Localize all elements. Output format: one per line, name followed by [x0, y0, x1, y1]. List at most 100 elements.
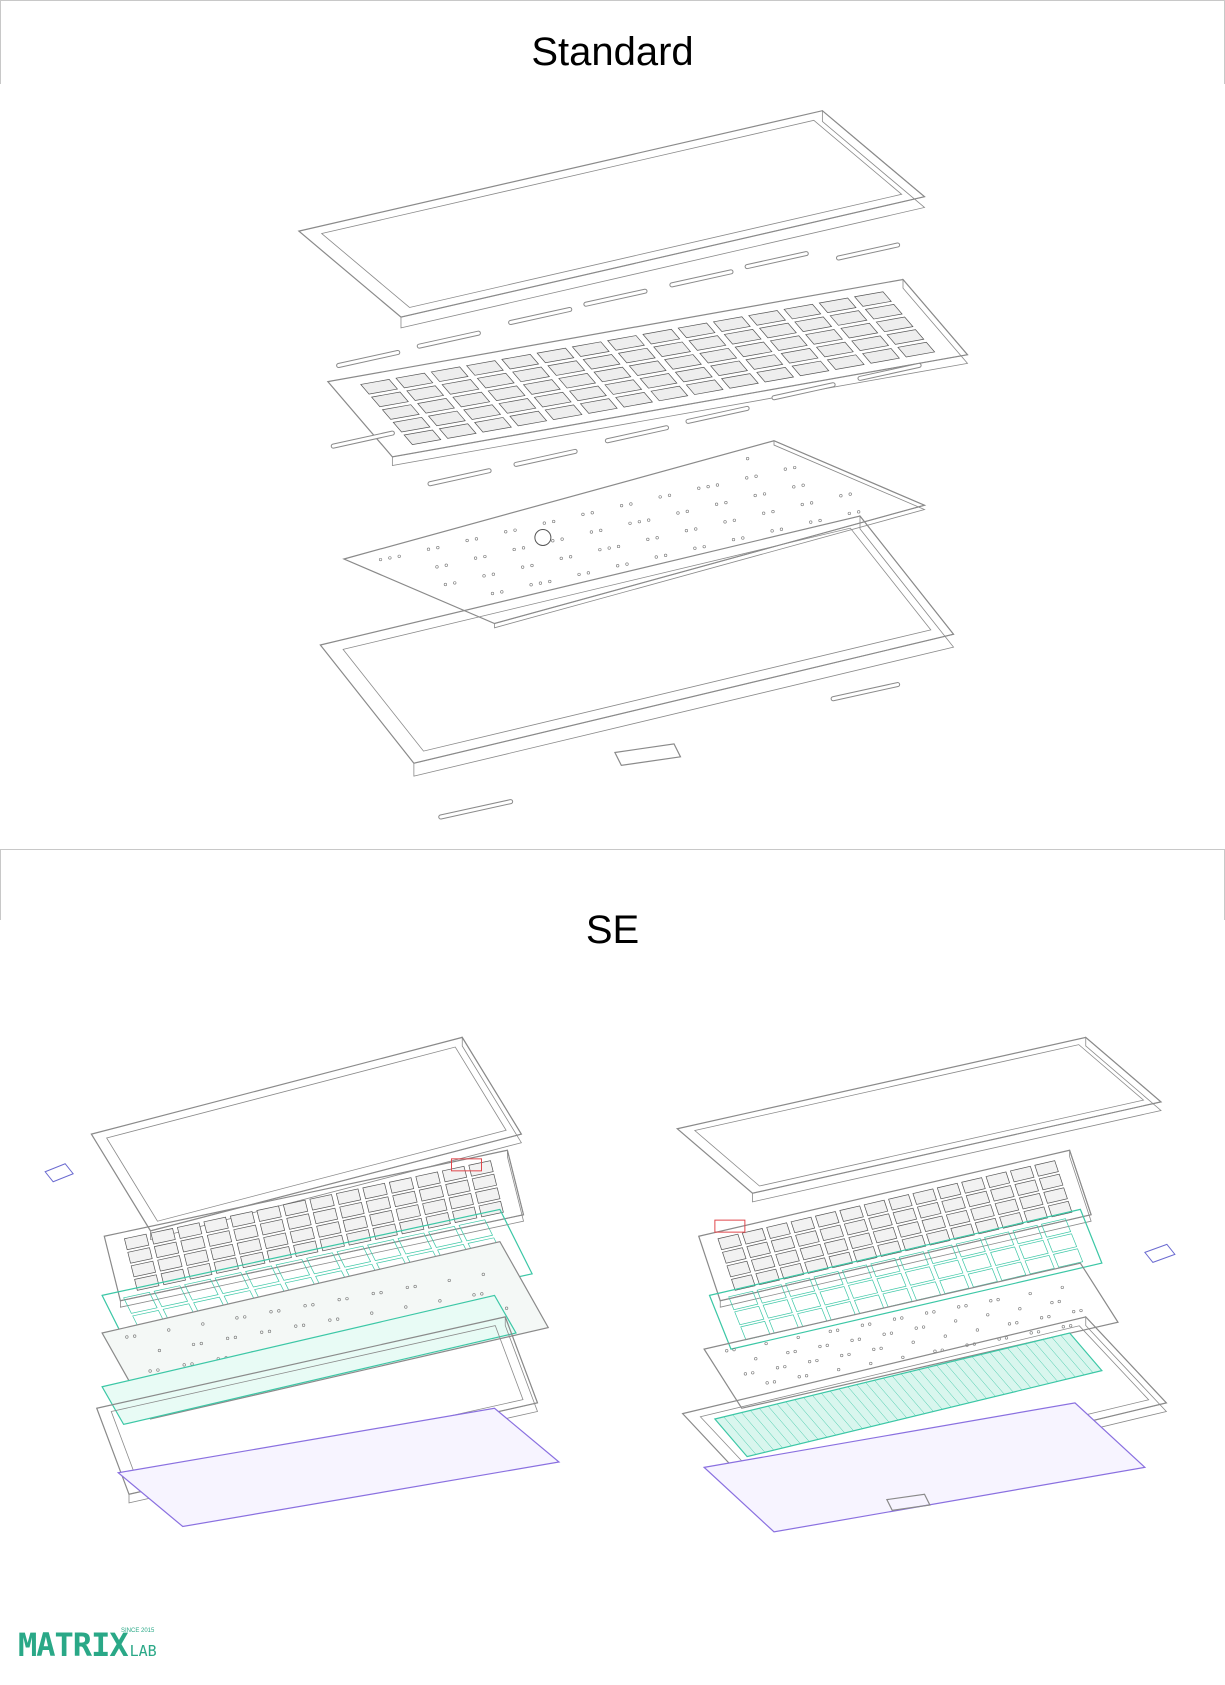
- pcb-hole: [684, 529, 689, 533]
- key-cutout: [309, 1194, 335, 1211]
- pcb-hole: [1007, 1322, 1012, 1326]
- se-right-pcb-accent: [714, 1219, 746, 1233]
- pcb-hole: [529, 583, 533, 587]
- key-cutout: [780, 348, 819, 364]
- pcb-hole: [857, 510, 861, 514]
- key-cutout: [745, 354, 784, 370]
- pcb-hole: [628, 521, 632, 525]
- pcb-hole: [869, 1361, 873, 1366]
- key-cutout: [206, 1230, 233, 1247]
- pcb-hole: [482, 574, 486, 578]
- key-cutout: [395, 372, 434, 389]
- key-cutout: [604, 379, 643, 395]
- key-cutout: [263, 1232, 289, 1249]
- pcb-hole: [504, 530, 508, 534]
- pcb-hole: [472, 1293, 476, 1297]
- pcb-hole: [771, 509, 775, 514]
- pcb-hole: [267, 1329, 272, 1333]
- key-cutout: [213, 1257, 239, 1274]
- key-cutout: [829, 310, 868, 326]
- key-cutout: [339, 1202, 365, 1219]
- key-cutout: [734, 341, 773, 358]
- gasket-strip-inner: [686, 406, 749, 423]
- pcb-hole: [964, 1304, 968, 1308]
- key-cutout: [369, 1209, 395, 1227]
- key-cutout: [965, 1190, 991, 1208]
- pcb-hole: [882, 1332, 886, 1336]
- pcb-hole: [804, 1374, 809, 1378]
- key-cutout: [799, 1243, 825, 1261]
- key-cutout: [688, 335, 727, 351]
- key-cutout: [319, 1234, 345, 1252]
- gasket-strip-inner: [605, 426, 668, 443]
- pcb-hole: [616, 544, 621, 549]
- pcb-hole: [818, 1344, 822, 1349]
- pcb-hole: [793, 1349, 797, 1354]
- pcb-hole: [1028, 1291, 1032, 1296]
- key-cutout: [1018, 1192, 1044, 1210]
- pcb-hole: [233, 1335, 238, 1340]
- key-cutout: [579, 398, 618, 414]
- pcb-hole: [732, 518, 736, 522]
- foam-grid-line: [874, 1380, 907, 1419]
- pcb-hole: [1072, 1310, 1076, 1314]
- pcb-hole: [836, 1328, 840, 1332]
- foam-grid-line: [900, 1373, 934, 1412]
- gasket-strip-inner: [337, 350, 400, 367]
- pcb-hole: [590, 511, 594, 515]
- pcb-hole: [654, 555, 658, 559]
- foam-grid-line: [945, 1362, 978, 1401]
- pcb-hole: [586, 571, 590, 575]
- pcb-side: [494, 440, 926, 629]
- foam-grid-line: [847, 1386, 881, 1425]
- pcb-hole: [872, 1347, 876, 1351]
- foam-grid-line: [865, 1382, 899, 1421]
- pcb-hole: [444, 563, 448, 567]
- top-case: [297, 110, 926, 318]
- key-cutout: [863, 1199, 889, 1217]
- pcb-hole: [850, 1338, 854, 1342]
- key-cutout: [818, 297, 857, 314]
- key-cutout: [720, 373, 759, 389]
- pcb-hole: [552, 519, 556, 524]
- top-case-side: [400, 109, 926, 329]
- pcb-hole: [796, 1335, 800, 1340]
- pcb-hole: [1018, 1307, 1022, 1311]
- key-cutout: [422, 1198, 448, 1216]
- key-cutout: [346, 1229, 372, 1246]
- foam-grid-line: [767, 1405, 801, 1444]
- logo-main-text: MATRIX: [18, 1626, 129, 1664]
- key-cutout: [734, 1305, 765, 1326]
- key-cutout: [593, 366, 632, 383]
- pcb-hole: [731, 537, 736, 542]
- pcb-hole: [792, 485, 796, 489]
- pcb-hole: [182, 1363, 186, 1367]
- pcb-hole: [932, 1310, 936, 1314]
- key-cutout: [897, 341, 936, 358]
- key-cutout: [862, 348, 900, 364]
- key-cutout: [582, 354, 621, 370]
- key-cutout: [245, 1265, 280, 1288]
- pcb-hole: [839, 494, 843, 498]
- key-cutout: [814, 1211, 840, 1228]
- foam-grid-line: [856, 1384, 890, 1423]
- key-cutout: [826, 354, 865, 370]
- key-cutout: [904, 1266, 935, 1286]
- key-cutout: [824, 1238, 849, 1255]
- pcb-hole: [921, 1325, 926, 1329]
- key-cutout: [927, 1244, 958, 1264]
- foam-grid-line: [812, 1395, 845, 1434]
- pcb-hole: [243, 1315, 247, 1319]
- pcb-hole: [1039, 1316, 1044, 1320]
- key-cutout: [275, 1258, 311, 1281]
- pcb-hole: [1050, 1300, 1054, 1305]
- key-cutout: [825, 1301, 856, 1321]
- pcb-hole: [775, 1366, 780, 1370]
- foam-grid-line: [989, 1352, 1023, 1391]
- pcb-hole: [616, 564, 620, 568]
- pcb-hole: [378, 557, 383, 562]
- key-cutout: [130, 1260, 157, 1278]
- key-cutout: [769, 335, 808, 351]
- pcb-hole: [697, 486, 701, 490]
